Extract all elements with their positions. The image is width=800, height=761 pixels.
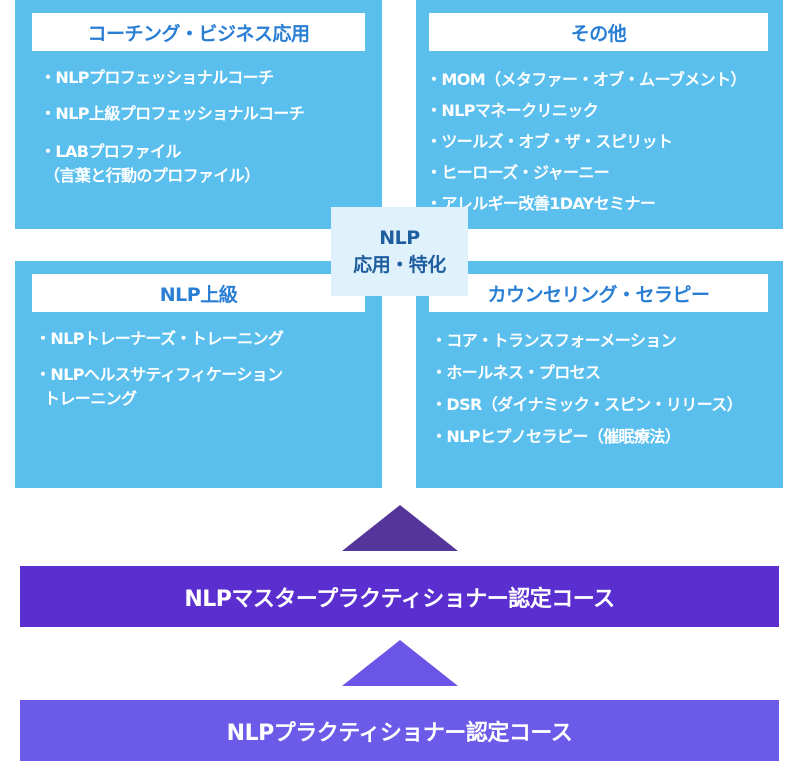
quadrant-other-list: ・MOM（メタファー・オブ・ムーブメント） ・NLPマネークリニック ・ツールズ… bbox=[426, 64, 746, 219]
list-item: ・NLPヘルスサティフィケーション bbox=[35, 365, 283, 384]
list-item: （言葉と行動のプロファイル） bbox=[44, 166, 260, 185]
list-item: ・ツールズ・オブ・ザ・スピリット bbox=[426, 132, 673, 151]
list-item: ・NLPトレーナーズ・トレーニング bbox=[35, 329, 284, 348]
list-item: ・NLPヒプノセラピー（催眠療法） bbox=[431, 427, 681, 446]
list-item: ・ヒーローズ・ジャーニー bbox=[426, 163, 610, 182]
up-arrow-icon bbox=[342, 640, 458, 686]
center-label: NLP 応用・特化 bbox=[331, 207, 468, 296]
quadrant-advanced-title: NLP上級 bbox=[32, 274, 365, 312]
center-label-line1: NLP bbox=[379, 226, 420, 249]
quadrant-other-title: その他 bbox=[429, 13, 768, 51]
list-item: ・アレルギー改善1DAYセミナー bbox=[426, 194, 656, 213]
quadrant-counseling: カウンセリング・セラピー ・コア・トランスフォーメーション ・ホールネス・プロセ… bbox=[416, 261, 783, 488]
list-item: ・コア・トランスフォーメーション bbox=[431, 331, 677, 350]
quadrant-counseling-title: カウンセリング・セラピー bbox=[429, 274, 768, 312]
quadrant-counseling-list: ・コア・トランスフォーメーション ・ホールネス・プロセス ・DSR（ダイナミック… bbox=[431, 325, 743, 453]
quadrant-coaching: コーチング・ビジネス応用 ・NLPプロフェッショナルコーチ ・NLP上級プロフェ… bbox=[15, 0, 382, 229]
quadrant-advanced: NLP上級 ・NLPトレーナーズ・トレーニング ・NLPヘルスサティフィケーショ… bbox=[15, 261, 382, 488]
list-item: ・NLP上級プロフェッショナルコーチ bbox=[40, 104, 305, 123]
list-item: ・NLPマネークリニック bbox=[426, 101, 599, 120]
list-item: ・MOM（メタファー・オブ・ムーブメント） bbox=[426, 70, 746, 89]
list-item: ・NLPプロフェッショナルコーチ bbox=[40, 68, 274, 87]
list-item: トレーニング bbox=[44, 389, 137, 408]
master-practitioner-course-bar: NLPマスタープラクティショナー認定コース bbox=[20, 566, 779, 627]
center-label-line2: 応用・特化 bbox=[353, 253, 446, 276]
quadrant-coaching-list: ・NLPプロフェッショナルコーチ ・NLP上級プロフェッショナルコーチ ・LAB… bbox=[40, 68, 305, 188]
up-arrow-icon bbox=[342, 505, 458, 551]
quadrant-other: その他 ・MOM（メタファー・オブ・ムーブメント） ・NLPマネークリニック ・… bbox=[416, 0, 783, 229]
list-item: ・DSR（ダイナミック・スピン・リリース） bbox=[431, 395, 743, 414]
list-item: ・ホールネス・プロセス bbox=[431, 363, 601, 382]
quadrant-advanced-list: ・NLPトレーナーズ・トレーニング ・NLPヘルスサティフィケーション トレーニ… bbox=[35, 327, 284, 411]
quadrant-coaching-title: コーチング・ビジネス応用 bbox=[32, 13, 365, 51]
list-item: ・LABプロファイル bbox=[40, 142, 181, 161]
practitioner-course-bar: NLPプラクティショナー認定コース bbox=[20, 700, 779, 761]
